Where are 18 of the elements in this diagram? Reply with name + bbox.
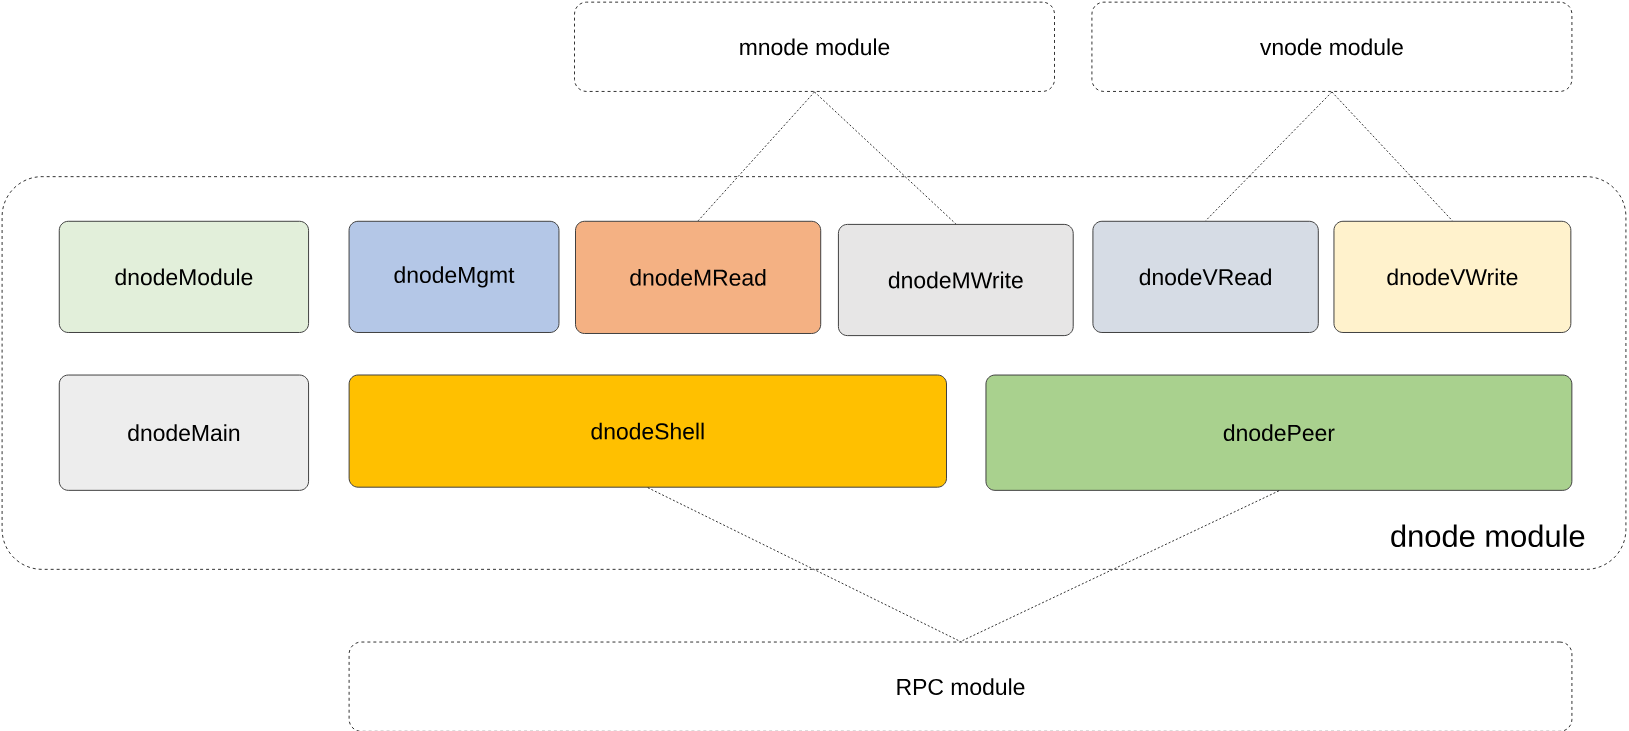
component-box: dnodeMWrite [837, 223, 1074, 337]
component-box: dnodePeer [985, 374, 1573, 491]
component-box: dnodeShell [348, 374, 947, 488]
connector-line [1331, 91, 1453, 222]
component-box: dnodeMRead [575, 220, 822, 334]
connector-line [697, 91, 815, 222]
component-box: dnodeVRead [1092, 220, 1319, 333]
component-box: dnodeMain [58, 374, 310, 491]
connector-line [814, 91, 957, 225]
connector-line [1205, 91, 1333, 222]
module-frame: RPC module [348, 641, 1573, 731]
module-frame: mnode module [574, 1, 1055, 92]
component-box: dnodeVWrite [1333, 220, 1572, 333]
component-box: dnodeModule [58, 220, 310, 333]
connector-line [647, 487, 961, 642]
module-frame: vnode module [1091, 1, 1573, 92]
connector-line [960, 490, 1280, 642]
component-box: dnodeMgmt [348, 220, 560, 333]
